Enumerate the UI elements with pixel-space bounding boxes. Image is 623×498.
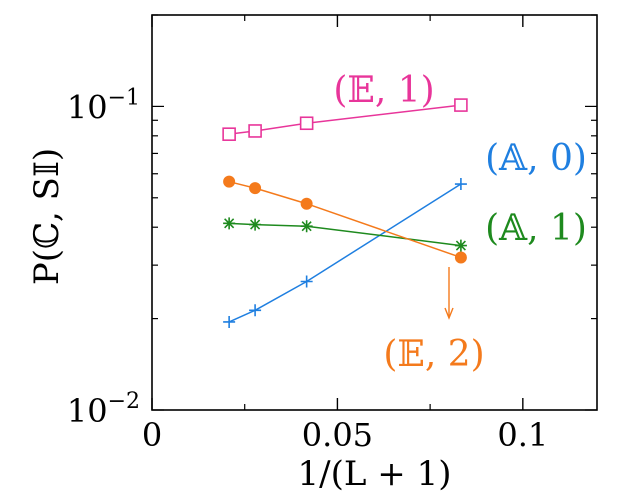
series-0 [222,98,468,141]
series-2 [223,217,467,252]
data-point [300,197,313,210]
data-point [249,218,262,231]
data-point [223,175,236,188]
series-line [229,222,461,247]
series-annotation: (𝔼, 1) [333,70,434,111]
data-point [223,315,236,328]
data-point [248,124,262,138]
data-point [454,251,467,264]
y-axis-label: P(ℂ, S𝕀) [27,148,67,285]
series-annotation: (𝔼, 2) [383,334,484,375]
axis-ticks [151,14,597,411]
series-line [228,183,462,323]
series-layer [222,98,468,328]
annotation-arrowhead [444,307,454,320]
data-point [299,116,314,131]
data-point [454,98,468,112]
y-tick-label: 10−2 [67,389,140,430]
data-point [300,220,313,233]
series-1 [223,178,467,328]
plot-frame [151,14,598,411]
data-point [454,239,467,252]
x-axis-label: 1/(L + 1) [298,454,452,494]
series-3 [223,175,467,264]
annotations: (𝔼, 1) (𝔸, 0) (𝔸, 1) (𝔼, 2) [333,70,587,375]
x-tick-label: 0 [142,416,162,454]
series-line [229,104,461,135]
data-point [300,275,313,288]
series-annotation: (𝔸, 1) [485,208,587,249]
data-point [223,217,236,230]
y-tick-label: 10−1 [67,85,140,126]
data-point [454,178,467,191]
tick-labels: 0 0.05 0.1 10−2 10−1 [67,85,548,454]
data-point [222,127,236,141]
series-annotation: (𝔸, 0) [485,138,587,179]
x-tick-label: 0.1 [497,416,548,454]
data-point [249,182,262,195]
x-tick-label: 0.05 [302,416,373,454]
data-point [249,304,262,317]
series-line [228,180,462,259]
